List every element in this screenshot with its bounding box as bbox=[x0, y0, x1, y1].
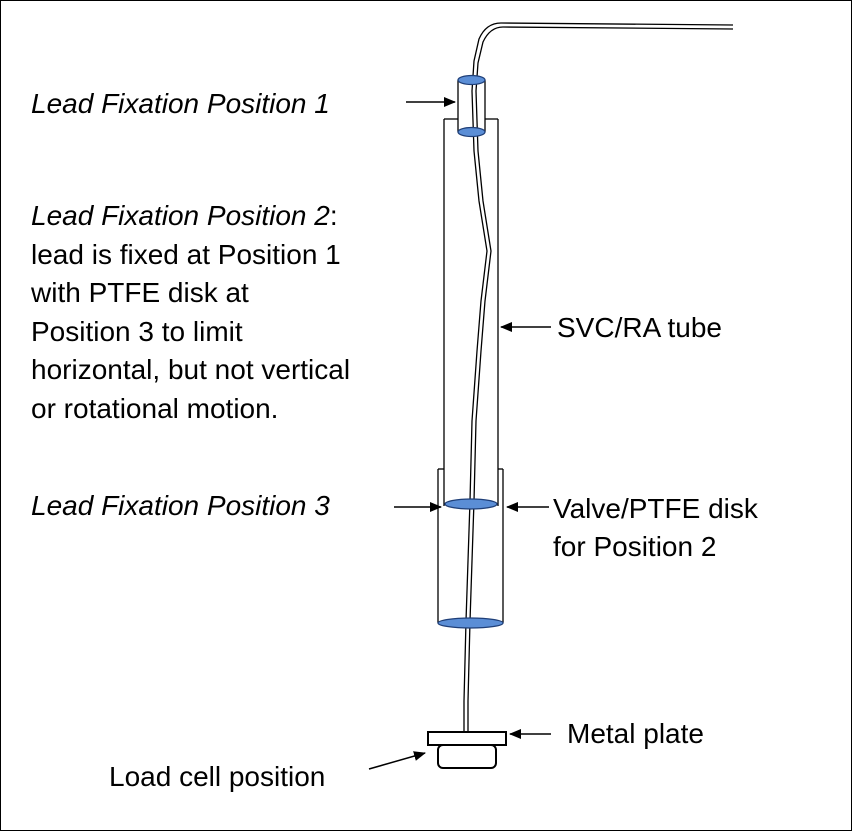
label-svc-tube: SVC/RA tube bbox=[557, 312, 722, 343]
label-position2-title: Lead Fixation Position 2 bbox=[31, 200, 330, 231]
annotation-arrows bbox=[368, 97, 551, 770]
pacing-lead bbox=[463, 22, 734, 736]
label-metal-plate: Metal plate bbox=[567, 718, 704, 749]
label-position2-title-line: Lead Fixation Position 2: bbox=[31, 197, 350, 236]
arrow-load-cell bbox=[368, 751, 426, 770]
label-valve-line2: for Position 2 bbox=[553, 531, 717, 562]
label-position2-line1: lead is fixed at Position 1 bbox=[31, 238, 341, 270]
position3-bottom-disk bbox=[437, 617, 504, 629]
svc-ra-tube-body bbox=[443, 118, 499, 506]
position1-cylinder bbox=[457, 74, 486, 138]
label-position2-block: Lead Fixation Position 2: lead is fixed … bbox=[31, 197, 350, 428]
position1-bottom-disk bbox=[457, 126, 486, 138]
label-valve-line1: Valve/PTFE disk bbox=[553, 493, 758, 524]
valve-ptfe-disk bbox=[444, 498, 498, 510]
label-load-cell: Load cell position bbox=[109, 761, 326, 792]
label-position2-line4: horizontal, but not vertical bbox=[31, 354, 351, 385]
label-position2-line5: or rotational motion. bbox=[31, 392, 279, 424]
label-valve-block: Valve/PTFE disk for Position 2 bbox=[553, 490, 758, 566]
load-cell bbox=[437, 744, 497, 769]
metal-plate bbox=[427, 731, 507, 746]
label-position1: Lead Fixation Position 1 bbox=[31, 88, 330, 119]
position1-top-disk bbox=[457, 74, 486, 86]
load-cell-assembly bbox=[427, 731, 507, 769]
lower-housing-tube bbox=[437, 468, 504, 623]
label-position2-line2: with PTFE disk at bbox=[31, 277, 249, 308]
label-position3: Lead Fixation Position 3 bbox=[31, 490, 330, 521]
label-position2-colon: : bbox=[329, 200, 338, 231]
label-position2-line3: Position 3 to limit bbox=[31, 315, 243, 347]
